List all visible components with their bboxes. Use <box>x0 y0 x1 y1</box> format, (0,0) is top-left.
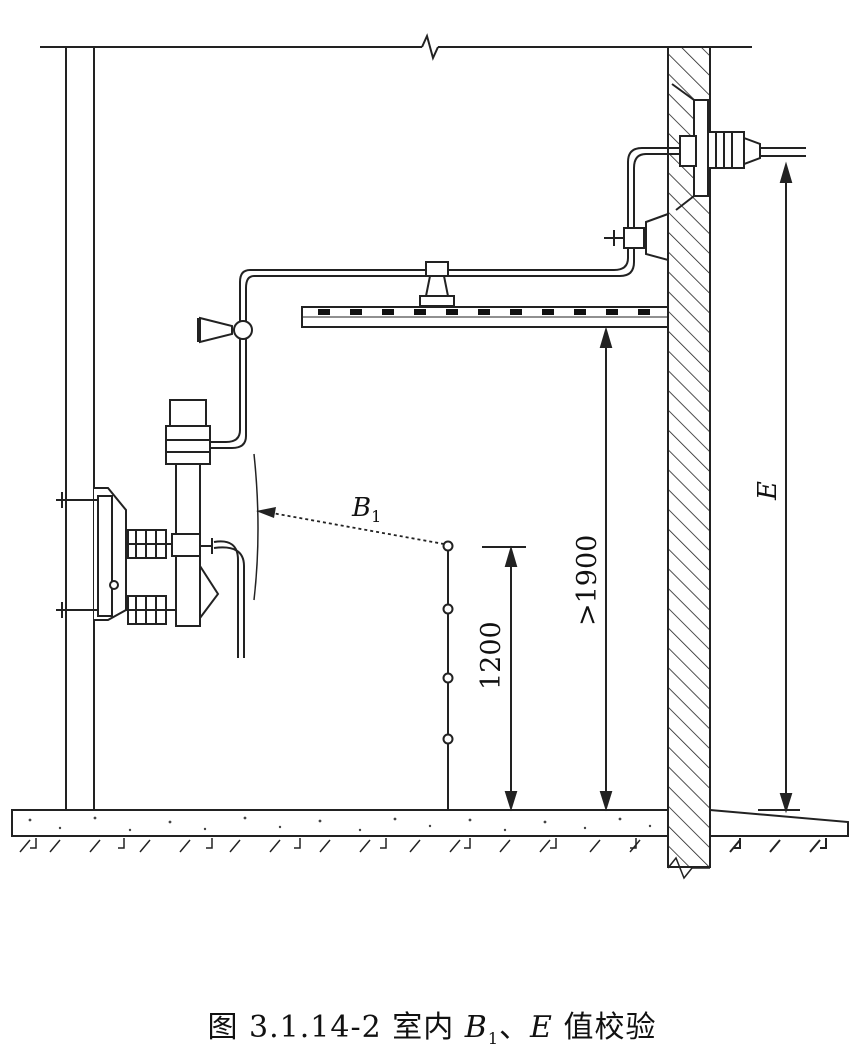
wall-bushing <box>671 83 806 211</box>
post-insulator-wall <box>604 212 669 262</box>
post-insulator-shelf <box>419 261 455 307</box>
floor-slab <box>11 809 669 853</box>
b1-label-sub: 1 <box>371 507 381 526</box>
dimension-e-label: E <box>753 481 783 501</box>
post-insulator-left <box>197 316 253 344</box>
caption-suffix: 值校验 <box>552 1010 657 1045</box>
reference-pole <box>442 540 454 810</box>
figure-caption: 图 3.1.14-2 室内 B1、E 值校验 <box>0 1002 864 1048</box>
caption-e: E <box>530 1010 553 1045</box>
left-column <box>65 47 95 810</box>
caption-sep: 、 <box>499 1010 531 1045</box>
b1-label-main: B <box>351 493 371 523</box>
disconnector-switch <box>56 399 220 627</box>
caption-b-main: B <box>464 1010 488 1045</box>
b1-label: B1 <box>351 493 381 526</box>
dimension-1200-label: 1200 <box>476 621 507 690</box>
outdoor-ground <box>709 809 849 853</box>
dimension-1900 <box>599 326 613 812</box>
busbar-support-shelf <box>301 306 669 328</box>
caption-prefix: 图 3.1.14-2 室内 <box>207 1010 465 1045</box>
ceiling-line <box>40 33 752 61</box>
caption-b-sub: 1 <box>487 1029 500 1048</box>
dimension-1900-label: >1900 <box>572 535 603 626</box>
outgoing-lead <box>213 453 259 658</box>
dimension-1200 <box>482 545 526 812</box>
dimension-e <box>758 161 800 814</box>
b1-clearance-arrow <box>256 507 445 545</box>
